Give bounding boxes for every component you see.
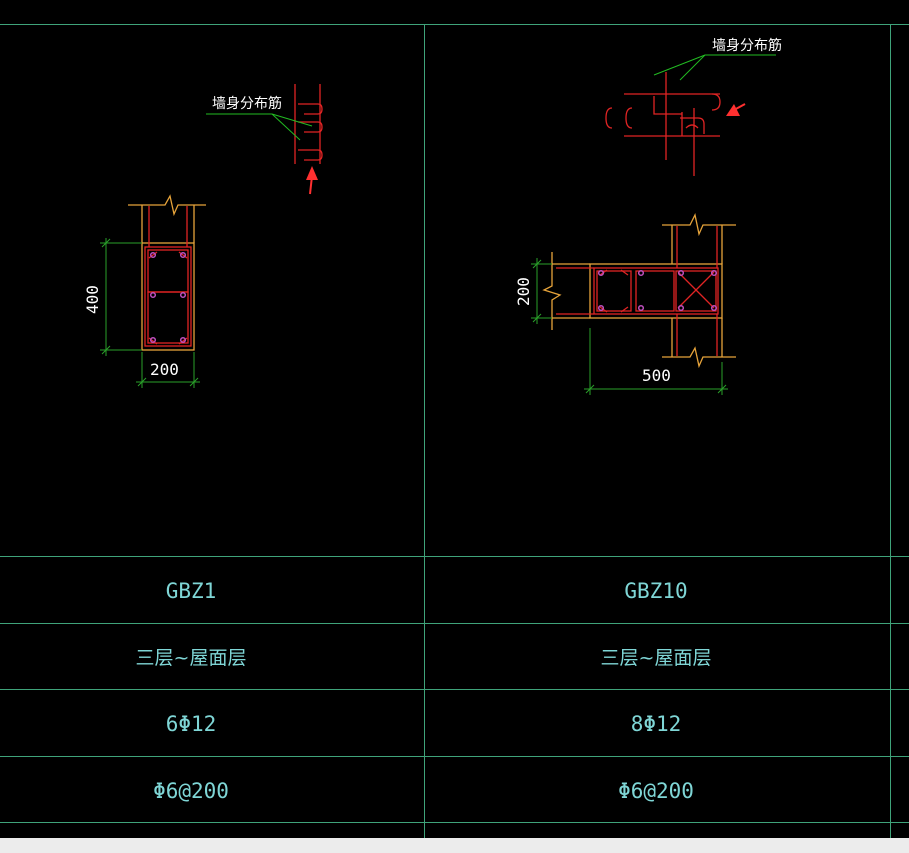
rebar-dot (179, 251, 187, 259)
cell-gbz1-floor-range: 三层~屋面层 (136, 647, 247, 669)
cell-gbz1-stirrup: Φ6@200 (153, 779, 229, 803)
rebar-dot (597, 269, 605, 277)
gbz1-dim-width-text: 200 (150, 360, 179, 379)
gbz10-dim-width-text: 500 (642, 366, 671, 385)
table-text: GBZ1 GBZ10 三层~屋面层 三层~屋面层 6Φ12 8Φ12 Φ6@20… (136, 579, 712, 803)
gbz10-wall-stub-bottom (662, 318, 736, 369)
gbz10-note-detail (605, 72, 721, 176)
gbz10-dim-height-text: 200 (514, 277, 533, 306)
rebar-dot (710, 269, 718, 277)
gbz1-dim-height-text: 400 (83, 285, 102, 314)
gbz1-wall-bars (144, 206, 192, 347)
rebar-dot (710, 304, 718, 312)
gbz1-note-detail (294, 84, 323, 164)
gbz1-wall-stub (128, 194, 206, 243)
rebar-dot (637, 304, 645, 312)
cell-gbz1-id: GBZ1 (166, 579, 217, 603)
cell-gbz10-floor-range: 三层~屋面层 (601, 647, 712, 669)
detail-gbz10: 200 500 墙身分布筋 (514, 37, 782, 395)
cell-gbz10-long-rebar: 8Φ12 (631, 712, 682, 736)
gbz10-wall-stub-top (662, 213, 736, 264)
gbz1-rebar-dots (149, 251, 187, 344)
gbz10-dim-width (584, 328, 728, 395)
rebar-dot (149, 291, 157, 299)
gbz10-rebar-dots (597, 269, 718, 312)
cell-gbz10-id: GBZ10 (624, 579, 687, 603)
rebar-dot (149, 251, 157, 259)
gbz10-wall-stub-left (542, 252, 590, 330)
rebar-dot (677, 304, 685, 312)
gbz10-dim-height (531, 258, 552, 324)
gbz10-wall-bars (556, 226, 719, 356)
rebar-dot (179, 336, 187, 344)
gbz1-column-outline (141, 242, 195, 351)
gbz10-note-leader (653, 54, 776, 81)
table-grid (0, 24, 909, 838)
gbz1-note-leader (206, 113, 313, 141)
rebar-dot (637, 269, 645, 277)
gbz10-arrow (726, 103, 746, 116)
gbz1-note-label: 墙身分布筋 (212, 95, 282, 112)
cell-gbz1-long-rebar: 6Φ12 (166, 712, 217, 736)
gbz1-dim-width (136, 352, 200, 388)
gbz1-arrow (306, 166, 318, 195)
gbz10-note-label: 墙身分布筋 (712, 37, 782, 54)
cell-gbz10-stirrup: Φ6@200 (618, 779, 694, 803)
gbz1-dim-height (100, 238, 142, 356)
gbz10-column-outline (589, 263, 723, 319)
rebar-dot (677, 269, 685, 277)
rebar-dot (179, 291, 187, 299)
rebar-dot (597, 304, 605, 312)
detail-gbz1: 400 200 墙身分布筋 (83, 84, 323, 388)
rebar-dot (149, 336, 157, 344)
